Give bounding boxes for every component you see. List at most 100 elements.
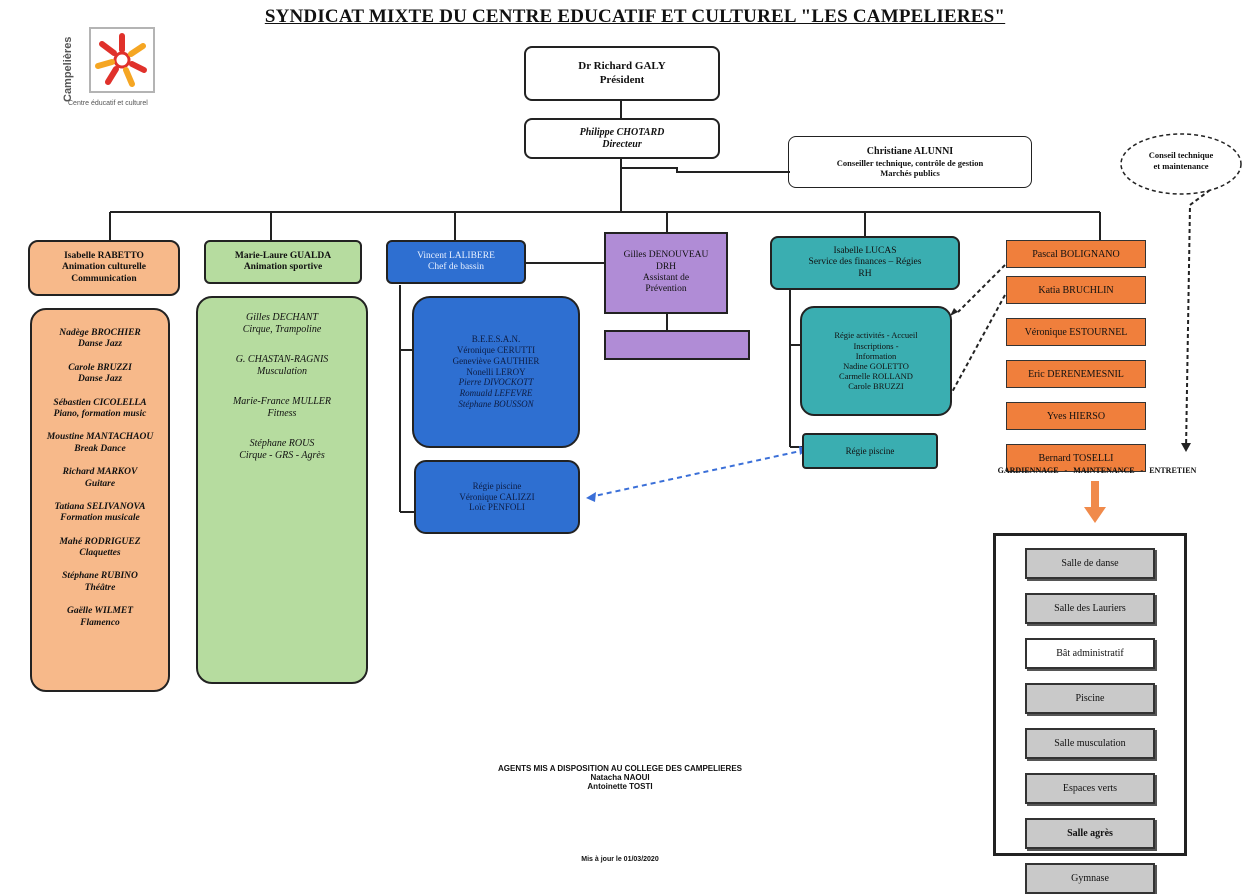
- staff-subject: Piano, formation music: [53, 408, 147, 419]
- facility-item: Bât administratif: [1025, 638, 1155, 669]
- bessan-box: B.E.E.S.A.N. Véronique CERUTTI Geneviève…: [412, 296, 580, 448]
- regie-line: Inscriptions -: [853, 340, 899, 351]
- culture-staff-item: Carole BRUZZI Danse Jazz: [38, 363, 162, 386]
- page-title: SYNDICAT MIXTE DU CENTRE EDUCATIF ET CUL…: [264, 6, 1006, 27]
- culture-staff-item: Mahé RODRIGUEZ Claquettes: [38, 537, 162, 560]
- president-role: Président: [599, 73, 645, 86]
- staff-subject: Flamenco: [80, 617, 120, 628]
- drh-sub-box: [604, 330, 750, 360]
- advisor-role2: Marchés publics: [880, 168, 940, 178]
- footer-line1: AGENTS MIS A DISPOSITION AU COLLEGE DES …: [497, 764, 743, 773]
- regie-activites-box: Régie activités - Accueil Inscriptions -…: [800, 306, 952, 416]
- facilities-panel: Salle de danse Salle des Lauriers Bât ad…: [993, 533, 1187, 894]
- staff-subject: Musculation: [257, 366, 307, 377]
- facility-item: Salle musculation: [1025, 728, 1155, 759]
- regie-piscine-pool-box: Régie piscine Véronique CALIZZI Loïc PEN…: [414, 460, 580, 534]
- culture-staff-item: Sébastien CICOLELLA Piano, formation mus…: [38, 398, 162, 421]
- president-box: Dr Richard GALY Président: [524, 46, 720, 101]
- culture-staff-item: Gaëlle WILMET Flamenco: [38, 606, 162, 629]
- president-name: Dr Richard GALY: [578, 60, 666, 73]
- bessan-name: Pierre DIVOCKOTT: [458, 377, 534, 388]
- connector-lines: [109, 100, 1242, 523]
- director-role: Directeur: [602, 138, 642, 150]
- sport-head-name: Marie-Laure GUALDA: [234, 250, 332, 261]
- staff-subject: Claquettes: [79, 548, 121, 559]
- logo: [60, 18, 180, 110]
- staff-subject: Break Dance: [74, 443, 126, 454]
- regie-title: Régie piscine: [472, 480, 522, 491]
- drh-line2: DRH: [655, 261, 677, 272]
- regie-line: Nadine GOLETTO: [843, 361, 909, 371]
- finance-head-role2: RH: [858, 268, 872, 279]
- culture-staff-item: Richard MARKOV Guitare: [38, 467, 162, 490]
- maintenance-label: GARDIENNAGE - MAINTENANCE - ENTRETIEN: [997, 466, 1197, 475]
- sport-staff-item: Gilles DECHANT Cirque, Trampoline: [204, 312, 360, 336]
- bessan-name: Geneviève GAUTHIER: [452, 355, 540, 366]
- regie-piscine-finance-box: Régie piscine: [802, 433, 938, 469]
- bessan-name: Romuald LEFEVRE: [459, 388, 533, 399]
- culture-head-name: Isabelle RABETTO: [64, 250, 144, 261]
- maintenance-staff-item: Yves HIERSO: [1006, 402, 1146, 430]
- sport-head-role: Animation sportive: [243, 262, 323, 272]
- logo-graphic-icon: [89, 27, 155, 93]
- culture-staff-item: Nadège BROCHIER Danse Jazz: [38, 328, 162, 351]
- facility-item: Espaces verts: [1025, 773, 1155, 804]
- conseil-line1: Conseil technique: [1148, 150, 1214, 160]
- director-name: Philippe CHOTARD: [579, 126, 665, 138]
- culture-staff-item: Moustine MANTACHAOU Break Dance: [38, 432, 162, 455]
- regie-line: Carmelle ROLLAND: [839, 371, 913, 382]
- staff-name: Stéphane RUBINO: [62, 571, 138, 582]
- maintenance-staff-item: Pascal BOLIGNANO: [1006, 240, 1146, 268]
- staff-name: Gaëlle WILMET: [66, 606, 134, 617]
- pool-head-name: Vincent LALIBERE: [417, 250, 495, 261]
- staff-name: Sébastien CICOLELLA: [53, 397, 147, 408]
- maintenance-staff-item: Eric DERENEMESNIL: [1006, 360, 1146, 388]
- sport-staff-item: Marie-France MULLER Fitness: [204, 396, 360, 420]
- maintenance-staff-list: Pascal BOLIGNANO Katia BRUCHLIN Véroniqu…: [1006, 240, 1146, 472]
- sport-head-box: Marie-Laure GUALDA Animation sportive: [204, 240, 362, 284]
- staff-subject: Danse Jazz: [77, 374, 123, 385]
- regie-piscine-label: Régie piscine: [845, 445, 895, 456]
- advisor-name: Christiane ALUNNI: [866, 145, 954, 157]
- regie-name: Loïc PENFOLI: [469, 502, 525, 513]
- staff-name: G. CHASTAN-RAGNIS: [235, 354, 329, 365]
- staff-subject: Formation musicale: [60, 513, 140, 524]
- sport-staff-item: Stéphane ROUS Cirque - GRS - Agrès: [204, 438, 360, 462]
- staff-subject: Cirque, Trampoline: [242, 324, 322, 335]
- regie-line: Carole BRUZZI: [848, 381, 904, 392]
- facility-item: Salle agrès: [1025, 818, 1155, 849]
- sport-staff-list: Gilles DECHANT Cirque, Trampoline G. CHA…: [196, 296, 368, 684]
- conseil-line2: et maintenance: [1153, 161, 1209, 172]
- footer-note: AGENTS MIS A DISPOSITION AU COLLEGE DES …: [420, 764, 820, 791]
- maintenance-staff-item: Katia BRUCHLIN: [1006, 276, 1146, 304]
- finance-head-name: Isabelle LUCAS: [833, 245, 897, 256]
- finance-head-role: Service des finances – Régies: [808, 257, 922, 268]
- footer-line3: Antoinette TOSTI: [587, 782, 653, 791]
- facility-item: Gymnase: [1025, 863, 1155, 894]
- sport-staff-item: G. CHASTAN-RAGNIS Musculation: [204, 354, 360, 378]
- culture-staff-list: Nadège BROCHIER Danse Jazz Carole BRUZZI…: [30, 308, 170, 692]
- staff-name: Stéphane ROUS: [249, 438, 315, 449]
- regie-name: Véronique CALIZZI: [459, 491, 535, 502]
- staff-name: Gilles DECHANT: [246, 312, 318, 323]
- maintenance-staff-item: Bernard TOSELLI: [1006, 444, 1146, 472]
- culture-staff-item: Tatiana SELIVANOVA Formation musicale: [38, 502, 162, 525]
- logo-tagline: Centre éducatif et culturel: [68, 100, 148, 107]
- staff-subject: Théâtre: [84, 582, 116, 593]
- maintenance-staff-item: Véronique ESTOURNEL: [1006, 318, 1146, 346]
- staff-name: Richard MARKOV: [62, 467, 138, 478]
- staff-name: Marie-France MULLER: [232, 396, 332, 407]
- bessan-name: Stéphane BOUSSON: [458, 398, 534, 409]
- facility-item: Salle des Lauriers: [1025, 593, 1155, 624]
- update-date: Mis à jour le 01/03/2020: [581, 856, 659, 863]
- culture-head-box: Isabelle RABETTO Animation culturelle Co…: [28, 240, 180, 296]
- conseil-label: Conseil technique et maintenance: [1124, 150, 1238, 172]
- advisor-box: Christiane ALUNNI Conseiller technique, …: [788, 136, 1032, 188]
- bessan-name: Nonelli LEROY: [466, 366, 526, 377]
- staff-name: Moustine MANTACHAOU: [46, 432, 154, 443]
- logo-text: Campelières: [62, 36, 74, 102]
- facility-item: Salle de danse: [1025, 548, 1155, 579]
- culture-head-role2: Communication: [71, 273, 137, 284]
- staff-subject: Danse Jazz: [77, 339, 123, 350]
- facility-item: Piscine: [1025, 683, 1155, 714]
